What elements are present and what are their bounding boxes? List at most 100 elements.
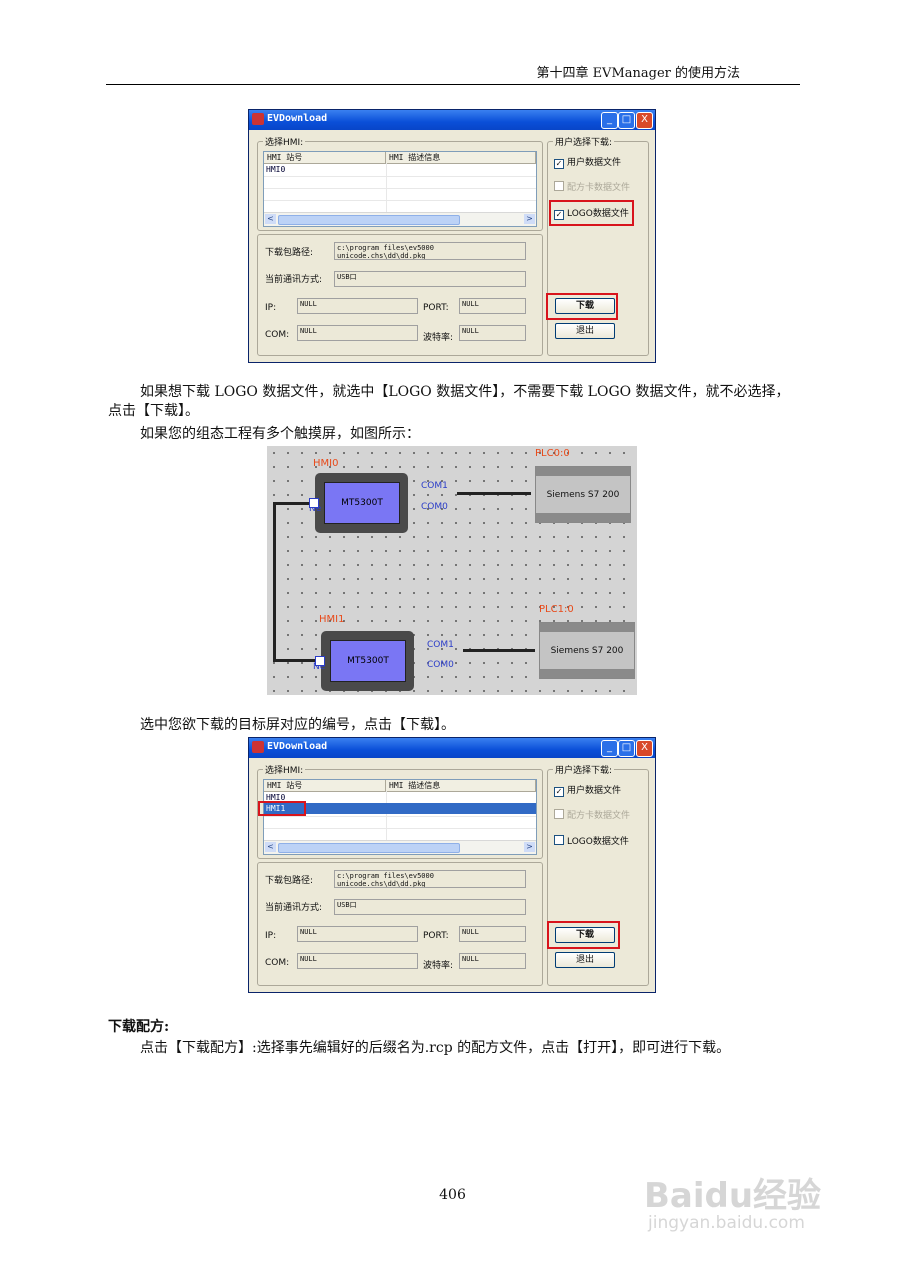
plc0-device[interactable]: Siemens S7 200 [535, 466, 631, 523]
recipe-checkbox[interactable]: 配方卡数据文件 [554, 180, 630, 193]
baidu-watermark-url: jingyan.baidu.com [648, 1213, 805, 1233]
com-field: NULL [297, 325, 418, 341]
link-hmi1-plc1 [463, 649, 535, 652]
minimize-button[interactable]: _ [601, 112, 618, 129]
com-label: COM: [265, 330, 290, 340]
scroll-left-arrow[interactable]: < [265, 842, 276, 852]
hmi0-device[interactable]: MT5300T [315, 473, 408, 533]
ethernet-bus [273, 502, 276, 662]
path-field: c:\program files\ev5000 unicode.chs\dd\d… [334, 242, 526, 260]
hmi1-device[interactable]: MT5300T [321, 631, 414, 691]
maximize-button[interactable]: □ [618, 112, 635, 129]
scroll-right-arrow[interactable]: > [524, 214, 535, 224]
logo-checkbox[interactable]: ✓LOGO数据文件 [554, 209, 629, 220]
hmi-list[interactable]: HMI 站号 HMI 描述信息 HMI0 < > [263, 151, 537, 227]
link-hmi0-plc0 [457, 492, 531, 495]
user-select-label: 用户选择下载: [553, 135, 615, 148]
title-bar[interactable]: EVDownload _ □ X [249, 738, 655, 758]
hmi-list[interactable]: HMI 站号 HMI 描述信息 HMI0 HMI1 < > [263, 779, 537, 855]
plc0-model: Siemens S7 200 [546, 490, 620, 500]
horizontal-scrollbar[interactable]: < > [264, 212, 536, 226]
user-select-group: 用户选择下载: ✓用户数据文件 配方卡数据文件 LOGO数据文件 下载 退出 [547, 763, 649, 986]
hmi1-model: MT5300T [330, 640, 406, 682]
para-logo-download: 如果想下载 LOGO 数据文件，就选中【LOGO 数据文件】，不需要下载 LOG… [108, 384, 790, 419]
hmi0-net-port: Ne [309, 504, 322, 514]
horizontal-scrollbar[interactable]: < > [264, 840, 536, 854]
minimize-button[interactable]: _ [601, 740, 618, 757]
plc1-model: Siemens S7 200 [550, 646, 624, 656]
para-multi-hmi: 如果您的组态工程有多个触摸屏，如图所示： [140, 426, 420, 442]
para-download-recipe: 点击【下载配方】:选择事先编辑好的后缀名为.rcp 的配方文件，点击【打开】，即… [140, 1040, 731, 1056]
highlight-logo [549, 200, 634, 226]
maximize-button[interactable]: □ [618, 740, 635, 757]
section-title: 下载配方: [108, 1019, 170, 1035]
hmi1-label: HMI1 [319, 614, 345, 625]
scroll-right-arrow[interactable]: > [524, 842, 535, 852]
header-rule [106, 84, 800, 85]
col-station[interactable]: HMI 站号 [264, 152, 386, 163]
ip-field: NULL [297, 926, 418, 942]
close-button[interactable]: X [636, 740, 653, 757]
logo-checkbox[interactable]: LOGO数据文件 [554, 834, 629, 847]
list-item-selected[interactable]: HMI1 [264, 803, 536, 814]
app-icon [252, 741, 264, 753]
com-label: COM: [265, 958, 290, 968]
close-button[interactable]: X [636, 112, 653, 129]
select-hmi-label: 选择HMI: [263, 763, 306, 776]
comm-field: USB口 [334, 271, 526, 287]
ip-label: IP: [265, 931, 277, 941]
select-hmi-group: 选择HMI: HMI 站号 HMI 描述信息 HMI0 < > [257, 135, 543, 231]
col-desc[interactable]: HMI 描述信息 [386, 780, 536, 791]
download-button[interactable]: 下载 [555, 298, 615, 314]
hmi0-label: HMI0 [313, 458, 339, 469]
hmi0-com0: COM0 [421, 502, 448, 512]
baud-field: NULL [459, 325, 526, 341]
select-hmi-group: 选择HMI: HMI 站号 HMI 描述信息 HMI0 HMI1 < > [257, 763, 543, 859]
exit-button[interactable]: 退出 [555, 323, 615, 339]
baud-field: NULL [459, 953, 526, 969]
list-item[interactable]: HMI0 [266, 793, 286, 802]
exit-button[interactable]: 退出 [555, 952, 615, 968]
hmi0-com1: COM1 [421, 481, 448, 491]
scroll-thumb[interactable] [278, 215, 460, 225]
evdownload-dialog-2: EVDownload _ □ X 选择HMI: HMI 站号 HMI 描述信息 … [248, 737, 656, 993]
highlight-download [546, 293, 618, 320]
plc1-device[interactable]: Siemens S7 200 [539, 622, 635, 679]
user-data-checkbox[interactable]: ✓用户数据文件 [554, 158, 622, 169]
comm-label: 当前通讯方式: [265, 903, 323, 913]
page-number: 406 [439, 1187, 466, 1203]
hmi1-com1: COM1 [427, 640, 454, 650]
info-group: 下载包路径: c:\program files\ev5000 unicode.c… [257, 234, 543, 356]
baud-label: 波特率: [423, 333, 454, 343]
comm-label: 当前通讯方式: [265, 275, 323, 285]
port-field: NULL [459, 926, 526, 942]
baud-label: 波特率: [423, 961, 454, 971]
evdownload-dialog-1: EVDownload _ □ X 选择HMI: HMI 站号 HMI 描述信息 … [248, 109, 656, 363]
baidu-watermark-logo: Baidu经验 [644, 1176, 822, 1216]
port-label: PORT: [423, 303, 449, 313]
info-group: 下载包路径: c:\program files\ev5000 unicode.c… [257, 862, 543, 986]
hmi0-model: MT5300T [324, 482, 400, 524]
com-field: NULL [297, 953, 418, 969]
hmi1-net-port: Ne [313, 662, 326, 672]
comm-field: USB口 [334, 899, 526, 915]
col-station[interactable]: HMI 站号 [264, 780, 386, 791]
plc0-label: PLC0:0 [535, 448, 570, 459]
list-item[interactable]: HMI0 [266, 165, 286, 174]
col-desc[interactable]: HMI 描述信息 [386, 152, 536, 163]
scroll-thumb[interactable] [278, 843, 460, 853]
network-diagram: HMI0 MT5300T Ne COM1 COM0 PLC0:0 Siemens… [267, 446, 637, 695]
recipe-checkbox[interactable]: 配方卡数据文件 [554, 808, 630, 821]
port-field: NULL [459, 298, 526, 314]
app-icon [252, 113, 264, 125]
highlight-download [547, 921, 620, 949]
user-select-group: 用户选择下载: ✓用户数据文件 配方卡数据文件 ✓LOGO数据文件 下载 退出 [547, 135, 649, 356]
chapter-header: 第十四章 EVManager 的使用方法 [536, 66, 740, 81]
ip-label: IP: [265, 303, 277, 313]
scroll-left-arrow[interactable]: < [265, 214, 276, 224]
title-bar[interactable]: EVDownload _ □ X [249, 110, 655, 130]
ip-field: NULL [297, 298, 418, 314]
user-data-checkbox[interactable]: ✓用户数据文件 [554, 786, 622, 797]
download-button[interactable]: 下载 [555, 927, 615, 943]
window-title: EVDownload [267, 741, 328, 752]
